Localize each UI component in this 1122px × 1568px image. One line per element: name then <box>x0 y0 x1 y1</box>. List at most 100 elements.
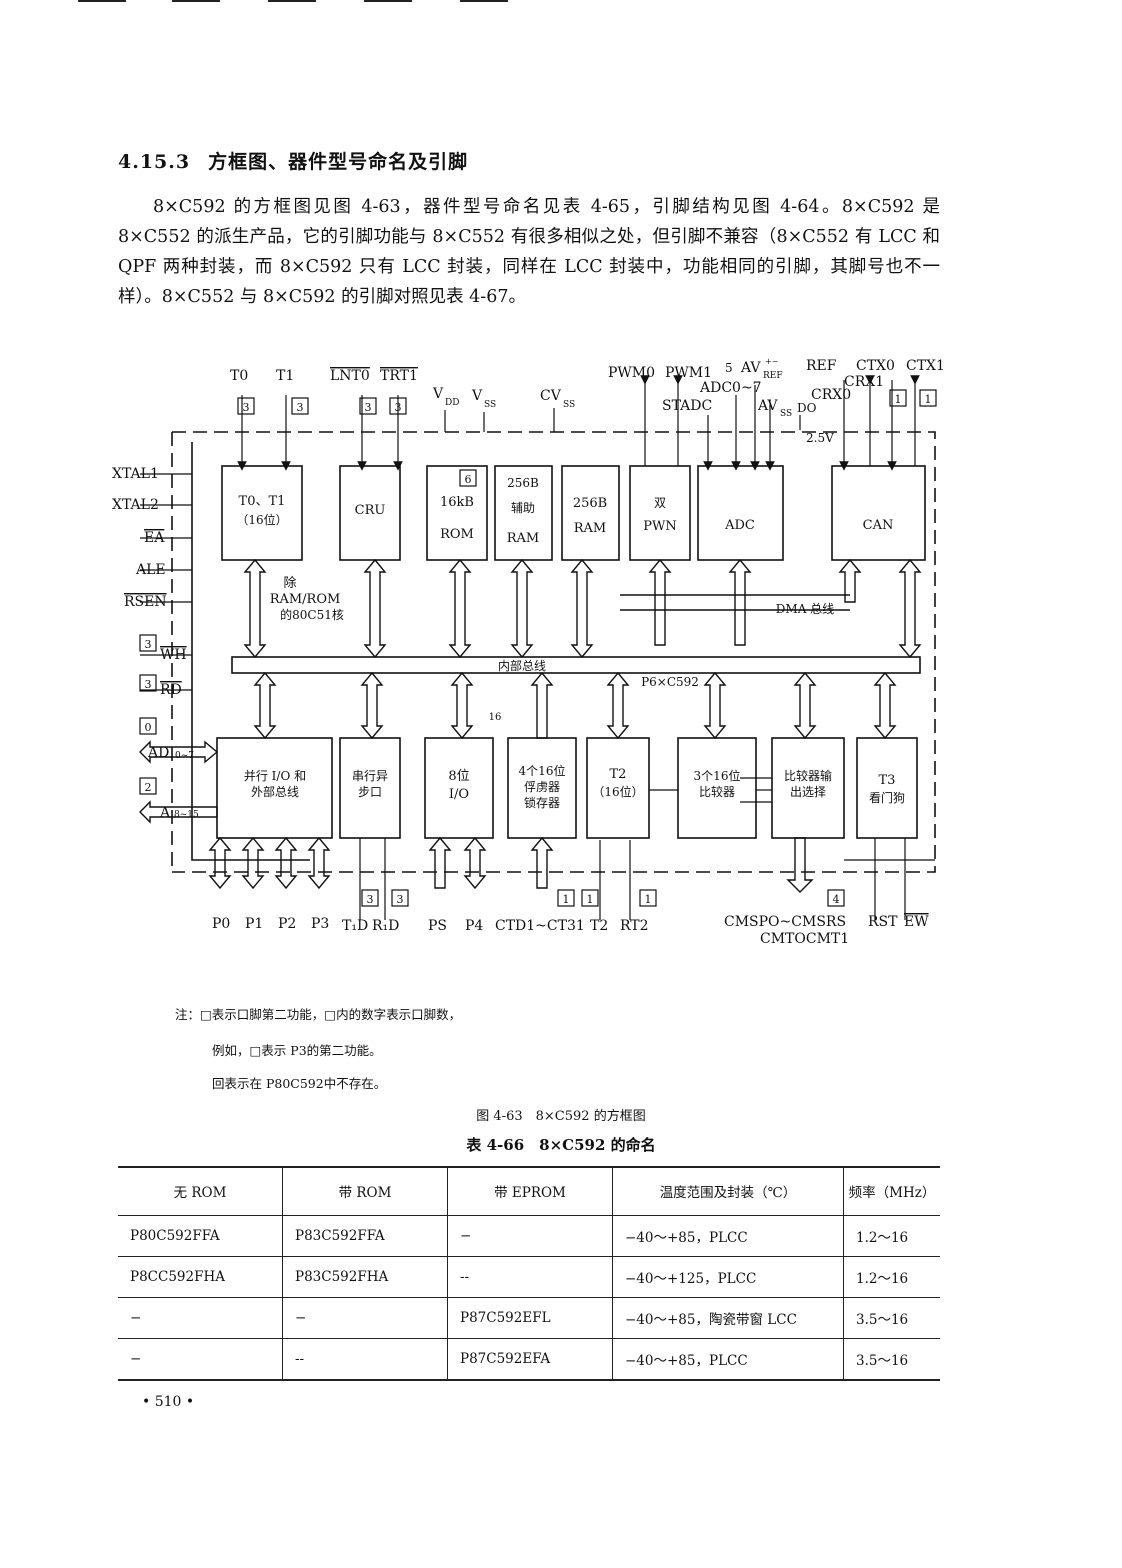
pin-stadc: STADC <box>662 398 712 414</box>
timers-label-2: （16位） <box>236 512 287 527</box>
table-title: 表 4-66 8×C592 的命名 <box>466 1136 656 1154</box>
table-row: − − P87C592EFL −40～+85，陶瓷带窗 LCC 3.5～16 <box>118 1297 940 1338</box>
table-cell: 3.5～16 <box>843 1338 940 1380</box>
pin-int1: TRT1 <box>380 368 418 384</box>
pin-ctx1: CTX1 <box>906 358 945 374</box>
io8-label-1: 8位 <box>448 769 469 784</box>
pin-pwm1: PWM1 <box>665 365 712 381</box>
table-cell: − <box>130 1309 142 1326</box>
note-line: 回表示在 P80C592中不存在。 <box>212 1076 387 1091</box>
pwm-label-1: 双 <box>654 496 666 510</box>
table-row: P8CC592FHA P83C592FHA -- −40～+125，PLCC 1… <box>118 1256 940 1297</box>
rom-label-1: 16kB <box>440 495 474 510</box>
rom-label-2: ROM <box>440 527 474 542</box>
capture-label-2: 俘虏器 <box>524 780 560 794</box>
comp-label-2: 比较器 <box>699 784 735 799</box>
pin-rd: RD <box>160 682 182 698</box>
pin-rt2: RT2 <box>620 918 649 934</box>
pin-cmt: CMTOCMT1 <box>760 931 849 947</box>
pin-avss: AV <box>757 398 778 414</box>
pin-badge: 3 <box>145 678 152 691</box>
pin-t0: T0 <box>230 368 248 384</box>
core-label-3: 的80C51核 <box>280 607 344 622</box>
pin-avref-sup: +− <box>765 357 778 366</box>
pin-xtal1: XTAL1 <box>112 466 159 482</box>
dma-label: DMA 总线 <box>776 602 834 616</box>
serial-label-2: 步口 <box>358 785 382 799</box>
pin-avref-sub: REF <box>763 371 783 381</box>
pin-badge: 3 <box>395 401 402 414</box>
table-cell: -- <box>282 1338 448 1380</box>
timers-label-1: T0、T1 <box>239 494 286 509</box>
pin-vss-sub: SS <box>484 400 496 410</box>
table-cell: P80C592FFA <box>130 1227 220 1244</box>
pin-a815: A <box>159 805 171 821</box>
core-label-2: RAM/ROM <box>270 592 341 607</box>
cru-block <box>339 465 401 561</box>
table-cell: P87C592EFL <box>447 1297 613 1338</box>
aux-ram-block <box>494 465 553 561</box>
pin-ad07: AD <box>147 745 169 761</box>
pin-badge: 4 <box>833 893 840 906</box>
pin-crx1: CRX1 <box>844 374 884 390</box>
core-label-1: 除 <box>283 576 296 591</box>
pin-t1: T1 <box>276 368 294 384</box>
table-cell: P87C592EFA <box>447 1338 613 1380</box>
aux-ram-label-1: 256B <box>507 476 539 490</box>
pin-ctdi: CTD1~CT31 <box>495 918 585 934</box>
ram-block <box>561 465 620 561</box>
pin-cvss: CV <box>540 388 562 404</box>
internal-bus <box>231 656 921 674</box>
compsel-label-1: 比较器输 <box>784 768 832 783</box>
pin-ctx0: CTX0 <box>856 358 895 374</box>
pio-label-2: 外部总线 <box>251 784 299 799</box>
comp-label-1: 3个16位 <box>694 768 741 783</box>
top-rule-fragment <box>364 0 412 2</box>
table-header-row: 无 ROM 带 ROM 带 EPROM 温度范围及封装（℃） 频率（MHz） <box>118 1167 940 1215</box>
parallel-io-block <box>216 737 333 839</box>
pin-ad07-sub: 0~7 <box>175 751 194 761</box>
column-header: 带 EPROM <box>447 1167 613 1215</box>
io8-label-2: I/O <box>449 787 469 802</box>
pin-vdd: V <box>432 386 444 402</box>
pin-rxd: R₁D <box>372 918 399 934</box>
table-cell: 1.2～16 <box>843 1215 940 1256</box>
pin-cvss-sub: SS <box>563 400 575 410</box>
can-label: CAN <box>863 518 894 533</box>
cru-label: CRU <box>355 503 386 518</box>
pin-a815-sub: 8~15 <box>174 810 199 820</box>
internal-bus-label: 内部总线 <box>498 658 546 673</box>
ram-label-1: 256B <box>573 496 607 511</box>
capture-label-3: 锁存器 <box>524 795 560 810</box>
wd-label-2: 看门狗 <box>869 790 905 805</box>
capture-label-1: 4个16位 <box>519 763 566 778</box>
pin-badge: 3 <box>297 401 304 414</box>
table-cell: 3.5～16 <box>843 1297 940 1338</box>
table-cell: − <box>447 1215 613 1256</box>
pin-do: DO <box>797 401 817 415</box>
serial-port-block <box>339 737 401 839</box>
aux-ram-label-2: 辅助 <box>511 501 535 515</box>
pin-badge: 3 <box>367 893 374 906</box>
page-number: • 510 • <box>142 1394 195 1410</box>
watchdog-block <box>856 737 918 839</box>
pin-int0: LNT0 <box>330 368 370 384</box>
figure-caption: 图 4-63 8×C592 的方框图 <box>476 1109 646 1124</box>
top-rule-fragment <box>172 0 220 2</box>
p6-label: P6×C592 <box>641 675 699 689</box>
can-block <box>831 465 926 561</box>
table-cell: P8CC592FHA <box>130 1268 225 1285</box>
table-cell: −40～+85，陶瓷带窗 LCC <box>612 1297 844 1338</box>
pin-badge: 1 <box>645 893 652 906</box>
wd-label-1: T3 <box>879 773 896 788</box>
rom-block <box>426 465 488 561</box>
pin-badge: 3 <box>365 401 372 414</box>
pin-badge: 6 <box>465 473 472 486</box>
pin-ref: REF <box>806 358 837 374</box>
table-cell: −40～+85，PLCC <box>612 1215 844 1256</box>
pio-label-1: 并行 I/O 和 <box>244 769 306 783</box>
table-cell: -- <box>447 1256 613 1297</box>
pin-vdd-sub: DD <box>445 398 459 408</box>
column-header: 无 ROM <box>173 1185 227 1202</box>
pin-t2: T2 <box>590 918 608 934</box>
